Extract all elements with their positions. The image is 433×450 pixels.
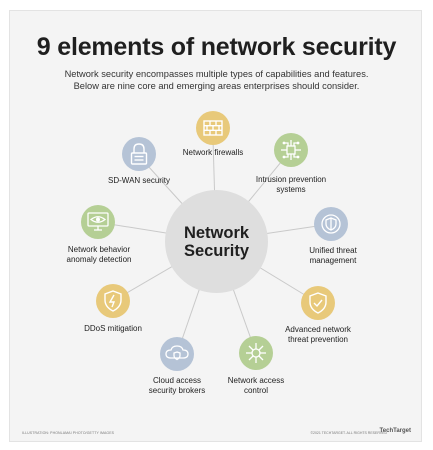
node-label-network-firewalls: Network firewalls bbox=[182, 148, 244, 157]
page-subtitle: Network security encompasses multiple ty… bbox=[64, 69, 369, 91]
monitor-eye-icon bbox=[81, 205, 115, 239]
node-label-intrusion-prevention: Intrusion prevention systems bbox=[255, 175, 327, 194]
footer-copyright: ©2021 TECHTARGET. ALL RIGHTS RESERVED bbox=[310, 431, 387, 435]
network-hub-icon bbox=[239, 336, 273, 370]
shield-lightning-icon bbox=[96, 284, 130, 318]
padlock-icon bbox=[122, 137, 156, 171]
node-label-sd-wan: SD-WAN security bbox=[108, 176, 170, 185]
network-security-hub: Network Security bbox=[165, 190, 268, 293]
shield-check-icon bbox=[301, 286, 335, 320]
footer-credit: ILLUSTRATION: PHONLAMAI PHOTO/GETTY IMAG… bbox=[22, 431, 115, 435]
brick-wall-icon bbox=[196, 111, 230, 145]
node-label-advanced-threat: Advanced network threat prevention bbox=[285, 325, 351, 344]
node-label-cloud-access: Cloud access security brokers bbox=[148, 376, 206, 395]
globe-shield-icon bbox=[314, 207, 348, 241]
node-label-unified-threat: Unified threat management bbox=[309, 246, 357, 265]
node-label-network-access: Network access control bbox=[227, 376, 285, 395]
cloud-shield-icon bbox=[160, 337, 194, 371]
techtarget-logo: TechTarget bbox=[379, 428, 411, 434]
hub-label: Network Security bbox=[183, 223, 250, 260]
node-label-behavior-anomaly: Network behavior anomaly detection bbox=[66, 245, 132, 264]
page-title: 9 elements of network security bbox=[36, 33, 397, 61]
circuit-icon bbox=[274, 133, 308, 167]
node-label-ddos: DDoS mitigation bbox=[84, 324, 142, 333]
